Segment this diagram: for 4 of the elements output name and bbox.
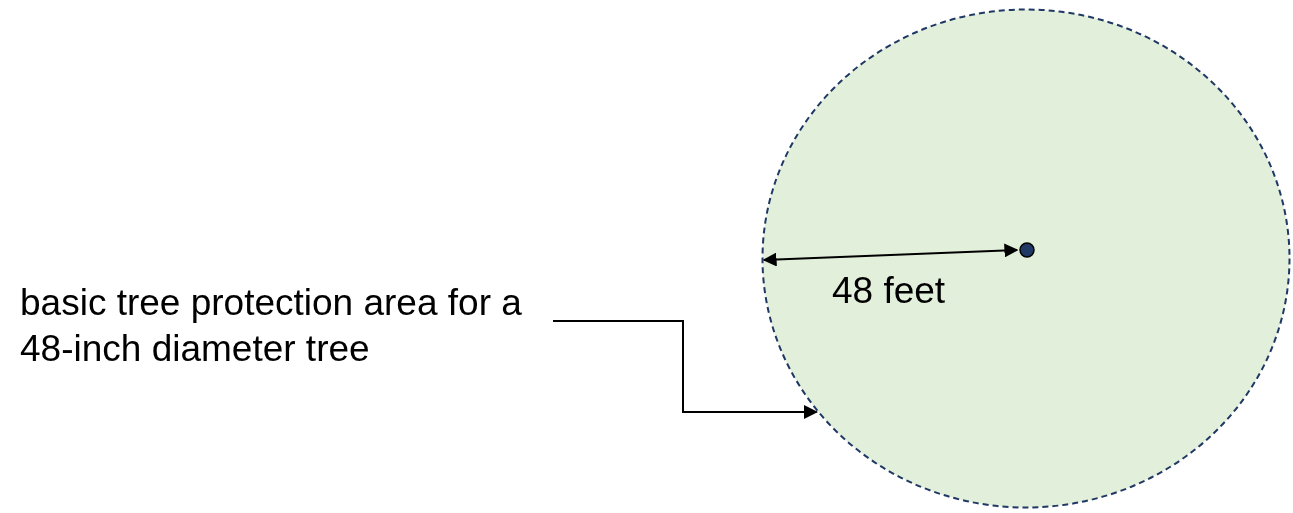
dimension-label: 48 feet (832, 269, 946, 313)
callout-text: basic tree protection area for a 48-inch diameter tree (20, 280, 548, 372)
leader-line (552, 320, 818, 419)
protection-area-circle (761, 8, 1291, 509)
